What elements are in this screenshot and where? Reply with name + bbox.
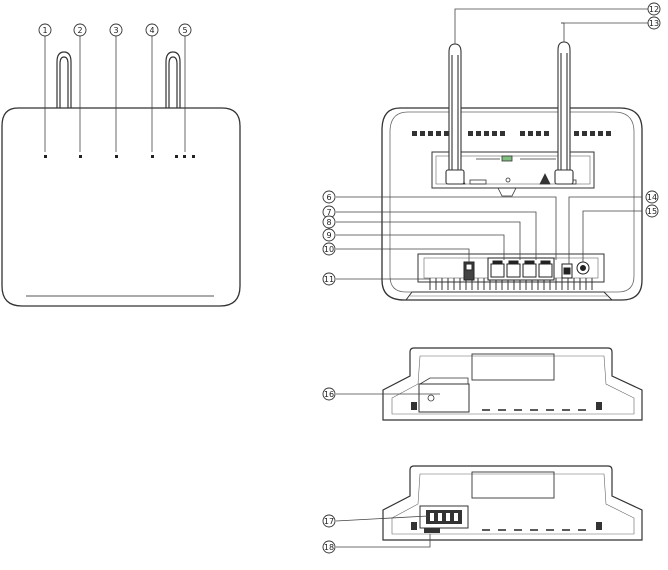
callout-15-label: 15 bbox=[647, 207, 657, 216]
front-leaders bbox=[44, 36, 186, 152]
callout-7-label: 7 bbox=[326, 208, 331, 217]
indicator-light bbox=[115, 155, 118, 158]
callout-13-label: 13 bbox=[649, 19, 659, 28]
callout-14: 14 bbox=[645, 190, 659, 204]
callout-4: 4 bbox=[145, 23, 159, 37]
antenna-panel bbox=[431, 151, 595, 189]
callout-14-label: 14 bbox=[647, 193, 657, 202]
top-vents bbox=[412, 131, 611, 136]
indicator-light bbox=[44, 155, 47, 158]
callout-1-label: 1 bbox=[42, 26, 47, 35]
sim-slot-area bbox=[419, 505, 469, 529]
bottom-view-1: 16 bbox=[322, 347, 643, 421]
rear-ports bbox=[463, 257, 590, 281]
callout-3: 3 bbox=[109, 23, 123, 37]
rear-inner-frame bbox=[389, 111, 635, 293]
callout-2-label: 2 bbox=[77, 26, 82, 35]
rear-stand bbox=[405, 291, 614, 301]
front-antennas bbox=[56, 51, 181, 113]
callout-10: 10 bbox=[322, 242, 336, 256]
front-view: 1 2 3 4 5 bbox=[1, 23, 241, 307]
front-indicators bbox=[44, 155, 195, 158]
callout-6-label: 6 bbox=[326, 193, 331, 202]
callout-9: 9 bbox=[322, 228, 336, 242]
front-body bbox=[1, 107, 241, 307]
callout-17-label: 17 bbox=[324, 517, 334, 526]
callout-12-label: 12 bbox=[649, 5, 659, 14]
callout-18-label: 18 bbox=[324, 543, 334, 552]
callout-13: 13 bbox=[561, 16, 661, 30]
callout-15: 15 bbox=[645, 204, 659, 218]
indicator-light bbox=[175, 155, 178, 158]
callout-18: 18 bbox=[322, 540, 336, 554]
callout-5-label: 5 bbox=[182, 26, 187, 35]
callout-17: 17 bbox=[322, 514, 336, 528]
callout-10-label: 10 bbox=[324, 245, 334, 254]
callout-1: 1 bbox=[38, 23, 52, 37]
callout-16: 16 bbox=[322, 387, 336, 401]
indicator-light bbox=[151, 155, 154, 158]
sim-cover bbox=[418, 383, 470, 413]
callout-11-label: 11 bbox=[324, 275, 334, 284]
indicator-light bbox=[192, 155, 195, 158]
callout-12: 12 bbox=[461, 2, 661, 16]
callout-3-label: 3 bbox=[113, 26, 118, 35]
port-bay bbox=[417, 253, 605, 283]
indicator-light bbox=[79, 155, 82, 158]
callout-6: 6 bbox=[322, 190, 336, 204]
callout-5: 5 bbox=[178, 23, 192, 37]
callout-16-label: 16 bbox=[324, 390, 334, 399]
callout-8-label: 8 bbox=[326, 218, 331, 227]
rear-antennas bbox=[445, 41, 574, 185]
rear-view: 6 7 8 9 10 11 12 13 bbox=[322, 2, 661, 301]
bottom-view-2: 17 18 bbox=[322, 465, 643, 554]
callout-9-label: 9 bbox=[326, 231, 331, 240]
callout-4-label: 4 bbox=[149, 26, 154, 35]
callout-8: 8 bbox=[322, 215, 336, 229]
callout-2: 2 bbox=[73, 23, 87, 37]
indicator-light bbox=[183, 155, 186, 158]
callout-11: 11 bbox=[322, 272, 336, 286]
